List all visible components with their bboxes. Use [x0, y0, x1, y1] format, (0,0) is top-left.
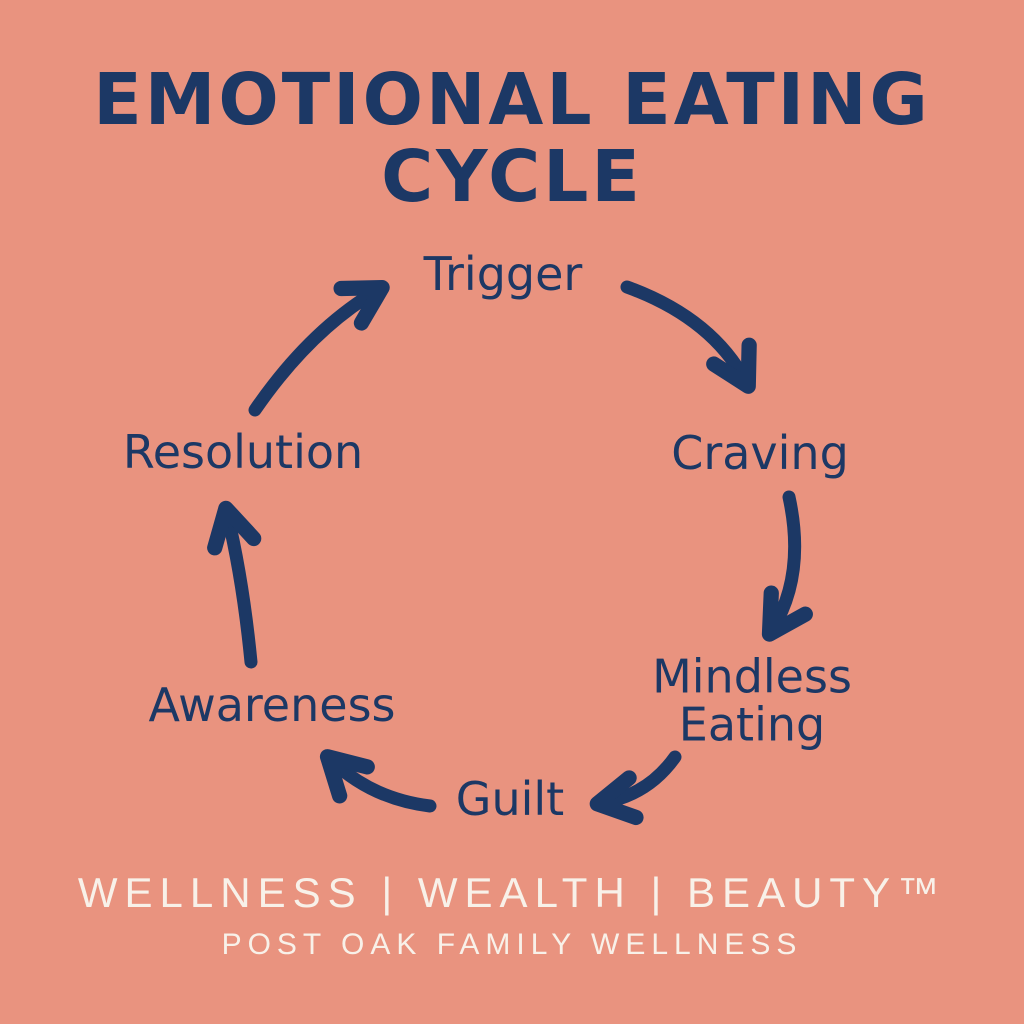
stage-label-guilt: Guilt [455, 771, 565, 826]
page-title: EMOTIONAL EATING CYCLE [0, 58, 1024, 218]
footer-brand-line: WELLNESS | WEALTH | BEAUTY™ [77, 869, 947, 916]
arrow-guilt-to-awareness [319, 749, 437, 813]
stage-label-craving: Craving [671, 425, 849, 480]
arrow-resolution-to-trigger [248, 279, 390, 417]
stage-label-awareness: Awareness [148, 677, 396, 732]
footer-org-line: POST OAK FAMILY WELLNESS [221, 928, 803, 961]
stage-label-resolution: Resolution [122, 424, 364, 479]
arrow-mindless-eating-to-guilt [589, 750, 682, 826]
arrow-trigger-to-craving [620, 280, 757, 394]
arrow-awareness-to-resolution [207, 500, 262, 669]
stage-label-trigger: Trigger [423, 246, 583, 301]
title-line-1: EMOTIONAL EATING [93, 58, 931, 141]
arrow-craving-to-mindless-eating [761, 490, 813, 642]
stage-label-mindless-eating: Mindless Eating [652, 649, 852, 752]
title-line-2: CYCLE [381, 134, 643, 218]
